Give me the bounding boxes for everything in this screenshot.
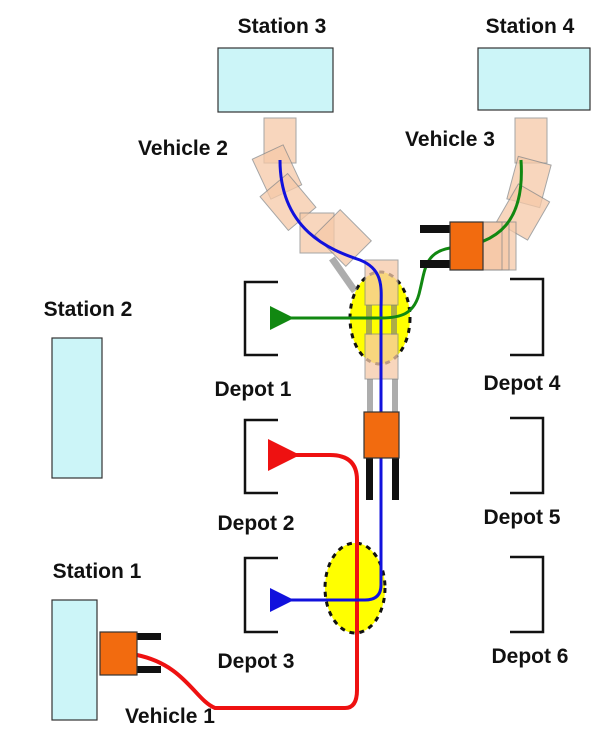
station-4 — [477, 47, 591, 111]
depot-3-bracket — [243, 556, 278, 634]
vehicle-2-ghost-trajectory — [251, 117, 399, 413]
depot-6-label: Depot 6 — [491, 645, 568, 668]
vehicle-3 — [420, 221, 484, 271]
depot-4-bracket — [510, 277, 545, 357]
vehicle-1 — [99, 631, 161, 676]
vehicle-3-label: Vehicle 3 — [405, 128, 495, 151]
station-4-label: Station 4 — [486, 15, 575, 38]
depot-2-label: Depot 2 — [217, 512, 294, 535]
depot-1-bracket — [243, 280, 278, 357]
depot-4-label: Depot 4 — [483, 372, 560, 395]
station-1-label: Station 1 — [53, 560, 142, 583]
depot-5-bracket — [510, 416, 545, 495]
station-2-label: Station 2 — [44, 298, 133, 321]
depot-6-bracket — [510, 555, 545, 634]
depot-1-label: Depot 1 — [214, 378, 291, 401]
vehicle-3-path — [270, 159, 523, 330]
vehicle-2 — [363, 411, 400, 500]
vehicle-1-path — [136, 439, 359, 710]
depot-2-bracket — [243, 418, 278, 495]
depot-5-label: Depot 5 — [483, 506, 560, 529]
station-3 — [217, 47, 334, 113]
station-2 — [51, 337, 103, 479]
station-3-label: Station 3 — [238, 15, 327, 38]
vehicle-1-label: Vehicle 1 — [125, 705, 215, 728]
vehicle-2-label: Vehicle 2 — [138, 137, 228, 160]
station-1 — [51, 599, 98, 721]
vehicle-2-path — [270, 159, 383, 612]
depot-3-label: Depot 3 — [217, 650, 294, 673]
